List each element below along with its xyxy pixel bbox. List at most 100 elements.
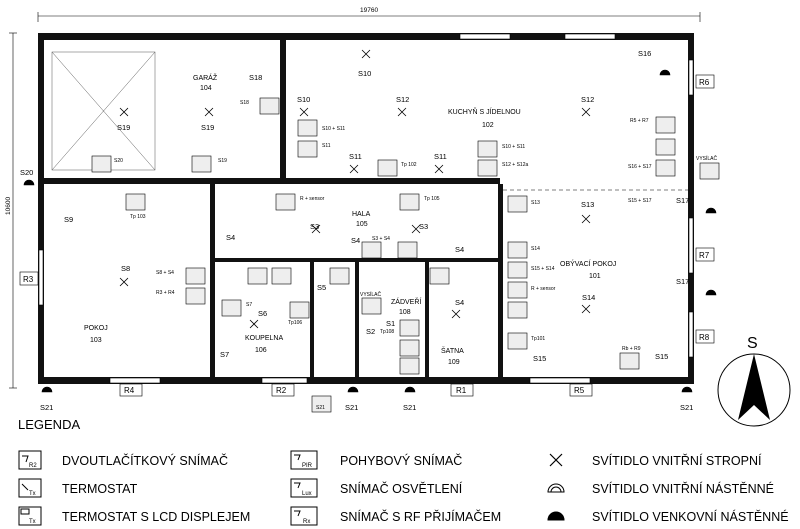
fixture-label: S3 bbox=[310, 222, 319, 231]
sensor-tag: S12 + S12a bbox=[502, 162, 528, 168]
two-button-sensor-icon: R2 bbox=[18, 450, 42, 470]
fixture-label: S19 bbox=[201, 123, 214, 132]
windows bbox=[38, 33, 694, 384]
lcd-thermostat-icon: Tx bbox=[18, 506, 42, 526]
fixture-label: S21 bbox=[40, 403, 53, 412]
sensor-tag: Rb + R9 bbox=[622, 346, 641, 352]
sensor-tag: VYSÍLAČ bbox=[360, 291, 382, 298]
fixture-label: S10 bbox=[297, 95, 310, 104]
svg-text:Lux: Lux bbox=[302, 491, 312, 497]
legend-label: SVÍTIDLO VENKOVNÍ NÁSTĚNNÉ bbox=[592, 510, 789, 524]
svg-text:PIR: PIR bbox=[302, 463, 313, 469]
outer-walls bbox=[38, 33, 694, 384]
interior-walls bbox=[44, 40, 503, 377]
room-name: HALA bbox=[352, 211, 371, 218]
garage-hatch bbox=[51, 51, 156, 171]
room-number: 101 bbox=[589, 273, 601, 280]
sensor-tag: Tp101 bbox=[531, 336, 545, 342]
fixture-label: S4 bbox=[455, 298, 464, 307]
room-name: ZÁDVEŘÍ bbox=[391, 297, 421, 306]
sensor-tag: R3 + R4 bbox=[156, 290, 175, 296]
fixture-label: S21 bbox=[345, 403, 358, 412]
svg-text:Rx: Rx bbox=[303, 519, 310, 525]
sensor-boxes bbox=[91, 97, 720, 413]
sensor-tag: S8 + S4 bbox=[156, 270, 174, 276]
wall-label: R3 bbox=[23, 275, 34, 284]
sensor-tag: R + sensor bbox=[300, 196, 325, 202]
legend-label: TERMOSTAT bbox=[62, 482, 138, 496]
sensor-tag: S18 bbox=[240, 100, 249, 106]
sensor-tag: S15 + S17 bbox=[628, 198, 652, 204]
fixture-label: S19 bbox=[117, 123, 130, 132]
fixture-label: S8 bbox=[121, 264, 130, 273]
sensor-tag: S11 bbox=[322, 143, 331, 149]
wall-label: R2 bbox=[276, 386, 287, 395]
fixture-label: S12 bbox=[581, 95, 594, 104]
indoor-wall-light-icon bbox=[547, 483, 565, 493]
sensor-tag: S20 bbox=[114, 158, 123, 164]
fixture-label: S12 bbox=[396, 95, 409, 104]
sensor-tag: R + sensor bbox=[531, 286, 556, 292]
fixture-label: S11 bbox=[349, 152, 362, 161]
sensor-tag: S15 + S14 bbox=[531, 266, 555, 272]
wall-label: R1 bbox=[456, 386, 467, 395]
height-dimension: 10600 bbox=[5, 197, 12, 215]
fixture-label: S16 bbox=[638, 49, 651, 58]
ceiling-lights bbox=[119, 49, 591, 329]
fixture-label: S6 bbox=[258, 309, 267, 318]
room-number: 102 bbox=[482, 122, 494, 129]
legend-label: DVOUTLAČÍTKOVÝ SNÍMAČ bbox=[62, 454, 228, 468]
legend-label: SVÍTIDLO VNITŘNÍ NÁSTĚNNÉ bbox=[592, 482, 774, 496]
room-name: POKOJ bbox=[84, 325, 108, 332]
room-number: 109 bbox=[448, 359, 460, 366]
legend-label: SVÍTIDLO VNITŘNÍ STROPNÍ bbox=[592, 454, 762, 468]
sensor-tag: Tp106 bbox=[288, 320, 302, 326]
wall-label: R6 bbox=[699, 78, 710, 87]
fixture-label: S5 bbox=[317, 283, 326, 292]
fixture-label: S1 bbox=[386, 319, 395, 328]
fixture-label: S4 bbox=[455, 245, 464, 254]
legend-label: SNÍMAČ OSVĚTLENÍ bbox=[340, 482, 463, 496]
wall-label: R5 bbox=[574, 386, 585, 395]
sensor-tag: Tp 103 bbox=[130, 214, 146, 220]
sensor-tag: S21 bbox=[316, 405, 325, 411]
sensor-tag: S13 bbox=[531, 200, 540, 206]
motion-sensor-icon: PIR bbox=[290, 450, 318, 470]
sensor-tag: Tp108 bbox=[380, 329, 394, 335]
sensor-tag: S19 bbox=[218, 158, 227, 164]
fixture-label: S17 bbox=[676, 196, 689, 205]
fixture-label: S14 bbox=[582, 293, 595, 302]
fixture-label: S10 bbox=[358, 69, 371, 78]
sensor-tag: Tp 105 bbox=[424, 196, 440, 202]
sensor-tag: R5 + R7 bbox=[630, 118, 649, 124]
fixture-label: S4 bbox=[351, 236, 360, 245]
outdoor-wall-light-icon bbox=[547, 511, 565, 521]
sensor-tag: S10 + S11 bbox=[502, 144, 525, 150]
outdoor-lights bbox=[23, 69, 717, 393]
compass bbox=[717, 353, 791, 427]
fixture-label: S18 bbox=[249, 73, 262, 82]
fixture-label: S21 bbox=[680, 403, 693, 412]
room-name: OBÝVACÍ POKOJ bbox=[560, 259, 616, 268]
svg-text:Tx: Tx bbox=[29, 519, 36, 525]
legend-title: LEGENDA bbox=[18, 417, 81, 432]
ceiling-light-icon bbox=[549, 453, 563, 467]
room-labels: GARÁŽ 104 KUCHYŇ S JÍDELNOU 102 HALA 105… bbox=[84, 73, 616, 366]
fixture-label: S7 bbox=[220, 350, 229, 359]
fixture-label: S3 bbox=[419, 222, 428, 231]
room-number: 106 bbox=[255, 347, 267, 354]
room-number: 103 bbox=[90, 337, 102, 344]
fixture-labels: S19 S19 S18 S10 S10 S12 S12 S16 S11 S11 … bbox=[20, 49, 693, 412]
legend-label: POHYBOVÝ SNÍMAČ bbox=[340, 454, 463, 468]
fixture-label: S2 bbox=[366, 327, 375, 336]
wall-labels: R3 R4 R2 R1 R5 R6 R7 R8 bbox=[19, 74, 715, 397]
fixture-label: S13 bbox=[581, 200, 594, 209]
sensor-tag: S14 bbox=[531, 246, 540, 252]
dimension-lines bbox=[9, 12, 701, 389]
room-number: 105 bbox=[356, 221, 368, 228]
sensor-tag: S3 + S4 bbox=[372, 236, 390, 242]
sensor-tag: VYSÍLAČ bbox=[696, 155, 718, 162]
room-name: KUCHYŇ S JÍDELNOU bbox=[448, 107, 521, 116]
fixture-label: S15 bbox=[655, 352, 668, 361]
